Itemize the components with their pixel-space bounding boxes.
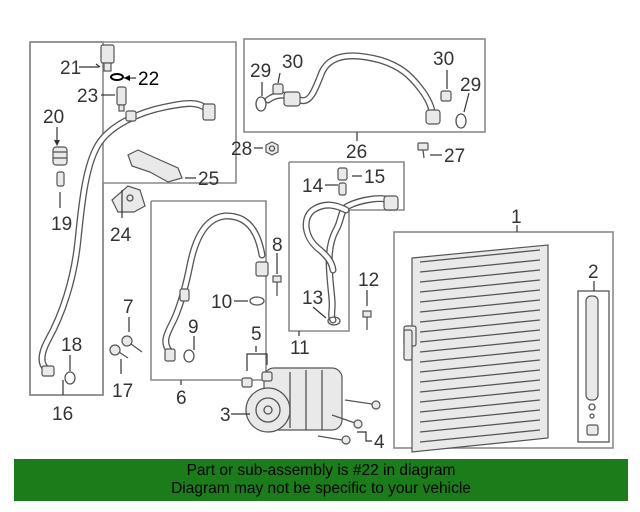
label-5: 5 <box>251 324 262 345</box>
label-1: 1 <box>511 207 522 228</box>
compressor-3[interactable] <box>245 367 343 433</box>
label-15: 15 <box>364 167 385 188</box>
valve-15[interactable] <box>337 167 348 181</box>
label-29-left: 29 <box>250 61 271 82</box>
label-7: 7 <box>123 297 134 318</box>
o-ring-29-right[interactable] <box>455 113 467 129</box>
line-11[interactable] <box>302 195 399 324</box>
notice-line-1: Part or sub-assembly is #22 in diagram <box>186 462 456 479</box>
label-3: 3 <box>220 405 231 426</box>
leader-lines <box>54 63 595 442</box>
suction-hose-16[interactable] <box>38 100 216 377</box>
bolt-17[interactable] <box>109 344 129 359</box>
nut-28[interactable] <box>265 141 279 156</box>
pressure-hose-26[interactable] <box>264 52 441 125</box>
label-13: 13 <box>302 288 323 309</box>
label-8: 8 <box>272 235 283 256</box>
label-9: 9 <box>188 317 199 338</box>
label-22: 22 <box>138 69 159 90</box>
label-30-left: 30 <box>282 52 303 73</box>
label-16: 16 <box>52 404 73 425</box>
valve-23[interactable] <box>116 86 127 112</box>
label-24: 24 <box>110 225 132 246</box>
callout-labels: 21 22 23 20 19 24 25 16 18 17 7 6 9 10 8… <box>43 49 599 453</box>
valve-14[interactable] <box>338 182 347 196</box>
cap-5-right[interactable] <box>261 371 273 382</box>
label-12: 12 <box>358 270 379 291</box>
o-ring-29-left[interactable] <box>255 96 267 112</box>
o-ring-13[interactable] <box>327 316 341 326</box>
label-11: 11 <box>290 338 310 359</box>
label-26: 26 <box>346 142 367 163</box>
label-14: 14 <box>302 176 324 197</box>
group-box-1 <box>393 231 614 449</box>
label-4: 4 <box>374 432 385 453</box>
label-18: 18 <box>61 335 82 356</box>
label-10: 10 <box>211 292 232 313</box>
group-box-16-outline <box>29 41 237 396</box>
notice-banner: Part or sub-assembly is #22 in diagram D… <box>14 459 628 501</box>
label-25: 25 <box>198 169 219 190</box>
o-ring-18[interactable] <box>64 371 76 385</box>
label-28: 28 <box>231 139 252 160</box>
label-30-right: 30 <box>433 49 454 70</box>
liquid-line-6[interactable] <box>162 212 269 362</box>
bolt-7[interactable] <box>121 335 143 353</box>
valve-core-19[interactable] <box>56 171 65 187</box>
bolt-8[interactable] <box>272 275 282 296</box>
label-19: 19 <box>51 214 72 235</box>
bolt-12[interactable] <box>362 310 372 330</box>
cap-30-left[interactable] <box>272 83 284 95</box>
label-6: 6 <box>176 388 187 409</box>
bracket-24[interactable] <box>111 185 146 213</box>
label-2: 2 <box>588 262 599 283</box>
o-ring-22[interactable] <box>110 73 124 81</box>
label-21: 21 <box>60 58 81 79</box>
bolt-27[interactable] <box>417 142 429 159</box>
parts-diagram: 21 22 23 20 19 24 25 16 18 17 7 6 9 10 8… <box>29 38 614 453</box>
drier-2[interactable] <box>577 290 610 443</box>
bolts-4[interactable] <box>317 399 381 445</box>
cap-20[interactable] <box>52 146 68 166</box>
bracket-25[interactable] <box>127 149 183 183</box>
label-23: 23 <box>77 86 98 107</box>
condenser-1[interactable] <box>403 244 549 453</box>
group-box-26 <box>243 38 486 133</box>
notice-line-2: Diagram may not be specific to your vehi… <box>171 480 471 497</box>
label-29-right: 29 <box>460 75 481 96</box>
label-20: 20 <box>43 107 64 128</box>
label-17: 17 <box>112 381 133 402</box>
cap-5-left[interactable] <box>241 377 253 388</box>
pressure-switch-21[interactable] <box>100 44 115 72</box>
label-27: 27 <box>444 146 465 167</box>
cap-30-right[interactable] <box>440 90 452 102</box>
o-ring-9[interactable] <box>183 349 195 363</box>
o-ring-10[interactable] <box>249 296 265 306</box>
